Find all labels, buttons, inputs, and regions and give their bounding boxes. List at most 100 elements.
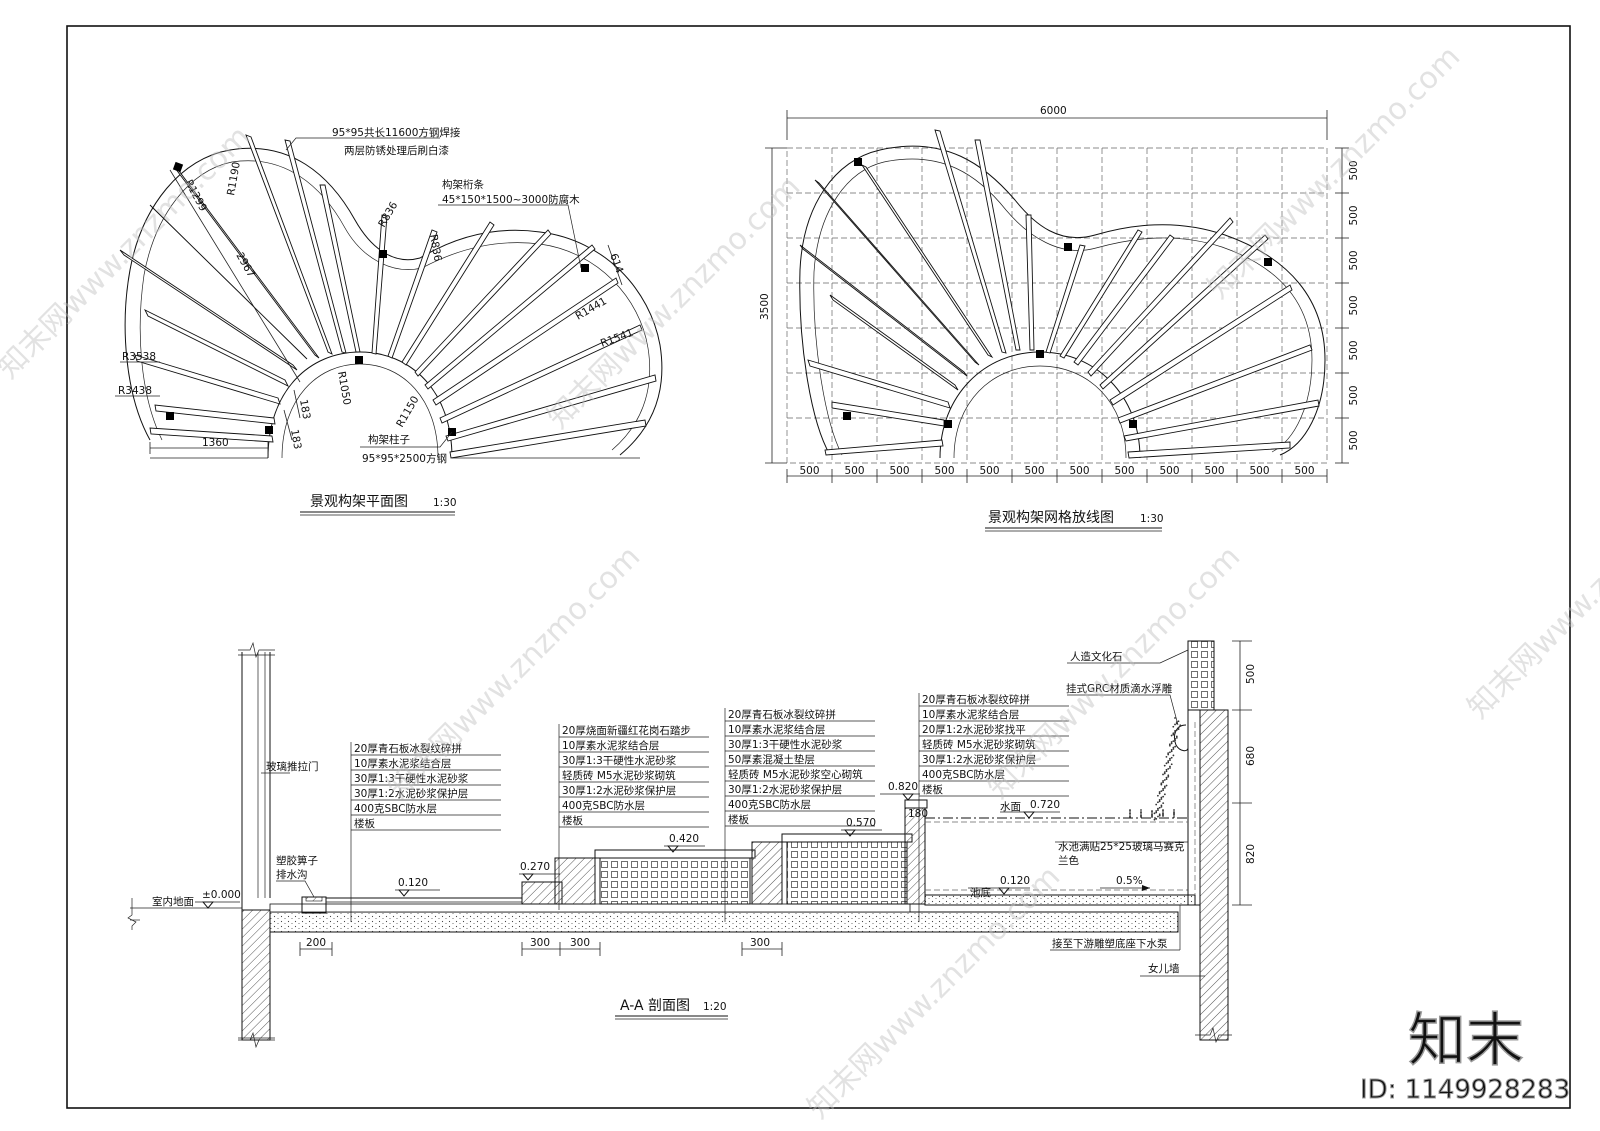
plan-outer-curve: [124, 147, 663, 456]
note-line: 400克SBC防水层: [354, 802, 437, 815]
el-0720: 0.720: [1030, 799, 1060, 811]
plan-title: 景观构架平面图: [310, 494, 408, 510]
dim-614: 614: [607, 252, 625, 275]
el-0420: 0.420: [669, 833, 699, 845]
el-0120: 0.120: [398, 877, 428, 889]
pool-bottom-label: 池底: [970, 886, 991, 899]
note-post-2: 95*95*2500方钢: [362, 452, 447, 465]
dim-r680: 680: [1245, 746, 1257, 766]
planter-1-cap: [594, 849, 756, 859]
grid-col-dim: 500: [1160, 465, 1180, 477]
dim-r3538: R3538: [122, 351, 156, 363]
grid-col-dim: 500: [1205, 465, 1225, 477]
note-line: 楼板: [354, 817, 375, 830]
stone-wall: [1187, 640, 1215, 711]
note-steel-1: 95*95共长11600方钢焊接: [332, 126, 461, 139]
grid-col-dim: 500: [890, 465, 910, 477]
dim-r820: 820: [1245, 844, 1257, 864]
el-pool: 0.120: [1000, 875, 1030, 887]
grid-scale: 1:30: [1140, 513, 1164, 525]
note-line: 20厚烧面新疆红花岗石踏步: [562, 724, 691, 737]
pool-liner: [1187, 709, 1201, 906]
planter-1: [599, 857, 751, 905]
grid-inner-arc: [939, 351, 1141, 459]
spout-label: 挂式GRC材质滴水浮雕: [1066, 682, 1173, 695]
note-steel-2: 两层防锈处理后刷白漆: [344, 144, 449, 157]
note-line: 轻质砖 M5水泥砂浆砌筑: [922, 738, 1036, 751]
grid-col-dim: 500: [980, 465, 1000, 477]
elevations: 0.120 0.270 0.420 0.570 0.820 180 0.720 …: [395, 781, 1150, 899]
step-3: [751, 841, 783, 905]
note-line: 20厚青石板冰裂纹碎拼: [728, 708, 836, 721]
grid-col-dim: 500: [935, 465, 955, 477]
slope: 0.5%: [1116, 875, 1143, 887]
section-title: A-A 剖面图: [620, 998, 690, 1014]
plan-scale: 1:30: [433, 497, 457, 509]
watermark-6: 知末网www.znzmo.com: [1201, 39, 1467, 305]
water-label: 水面: [1000, 801, 1021, 813]
section-scale: 1:20: [703, 1001, 727, 1013]
notes-a: 20厚青石板冰裂纹碎拼10厚素水泥浆结合层30厚1:3干硬性水泥砂浆30厚1:2…: [350, 742, 501, 922]
grid-col-dim: 500: [1250, 465, 1270, 477]
dim-2967: 2967: [233, 251, 257, 280]
note-line: 30厚1:2水泥砂浆保护层: [354, 787, 468, 800]
note-line: 30厚1:2水泥砂浆保护层: [922, 753, 1036, 766]
note-line: 30厚1:3干硬性水泥砂浆: [562, 754, 677, 767]
note-line: 轻质砖 M5水泥砂浆空心砌筑: [728, 768, 863, 781]
note-line: 楼板: [728, 813, 749, 826]
grid-title: 景观构架网格放线图: [988, 510, 1114, 526]
grid-col-dim: 500: [1070, 465, 1090, 477]
note-line: 20厚1:2水泥砂浆找平: [922, 723, 1026, 736]
pump-label: 接至下游雕塑底座下水泵: [1052, 937, 1168, 950]
note-line: 20厚青石板冰裂纹碎拼: [354, 742, 462, 755]
dim-r1190: R1190: [225, 161, 243, 197]
image-id: ID: 1149928283: [1360, 1075, 1570, 1105]
grid-posts: [843, 158, 1272, 428]
sheet-border: [66, 25, 1571, 1109]
planter-2-cap: [781, 833, 913, 843]
note-line: 楼板: [922, 783, 943, 796]
note-line: 10厚素水泥浆结合层: [562, 739, 659, 752]
note-line: 轻质砖 M5水泥砂浆砌筑: [562, 769, 676, 782]
door-label: 玻璃推拉门: [266, 760, 319, 773]
pool-bottom: [924, 894, 1196, 906]
note-line: 400克SBC防水层: [562, 799, 645, 812]
grid-col-dim: 500: [1025, 465, 1045, 477]
dim-r500: 500: [1245, 664, 1257, 684]
grid-row-dim: 500: [1348, 205, 1360, 225]
grid-row-dim: 500: [1348, 385, 1360, 405]
dim-b300c: 300: [750, 937, 770, 949]
grid-col-dim: 500: [845, 465, 865, 477]
notes-b: 20厚烧面新疆红花岗石踏步 10厚素水泥浆结合层 30厚1:3干硬性水泥砂浆轻质砖 …: [558, 724, 709, 910]
plan-inner-curve: [139, 160, 651, 451]
note-line: 10厚素水泥浆结合层: [728, 723, 825, 736]
note-line: 400克SBC防水层: [728, 798, 811, 811]
dim-r836a: R836: [376, 200, 400, 230]
note-line: 30厚1:2水泥砂浆保护层: [562, 784, 676, 797]
right-wall: [1199, 709, 1229, 1041]
grid-outer-curve: [799, 145, 1326, 456]
brand-logo: 知末: [1408, 1006, 1524, 1074]
watermark-7: 知末网www.znzmo.com: [1461, 459, 1600, 725]
pool-left-wall: [904, 807, 926, 905]
dim-r1150: R1150: [394, 394, 421, 429]
note-purlin-1: 构架桁条: [442, 178, 484, 191]
grid-height: 3500: [759, 293, 771, 320]
grid-row-dim: 500: [1348, 295, 1360, 315]
note-line: 30厚1:3干硬性水泥砂浆: [354, 772, 469, 785]
grid-row-dim: 500: [1348, 160, 1360, 180]
grid-col-dim: 500: [1295, 465, 1315, 477]
note-line: 20厚青石板冰裂纹碎拼: [922, 693, 1030, 706]
dim-b300a: 300: [530, 937, 550, 949]
drain-label-1: 塑胶箅子: [276, 854, 318, 867]
parapet-label: 女儿墙: [1148, 962, 1180, 975]
section-bottom-dims: 200 300 300 300: [299, 937, 783, 956]
floor-el: ±0.000: [202, 889, 241, 901]
note-line: 10厚素水泥浆结合层: [922, 708, 1019, 721]
drain-label-2: 排水沟: [276, 868, 308, 881]
step-2: [554, 857, 596, 905]
stone-label: 人造文化石: [1070, 650, 1123, 663]
grid-row-dim: 500: [1348, 430, 1360, 450]
